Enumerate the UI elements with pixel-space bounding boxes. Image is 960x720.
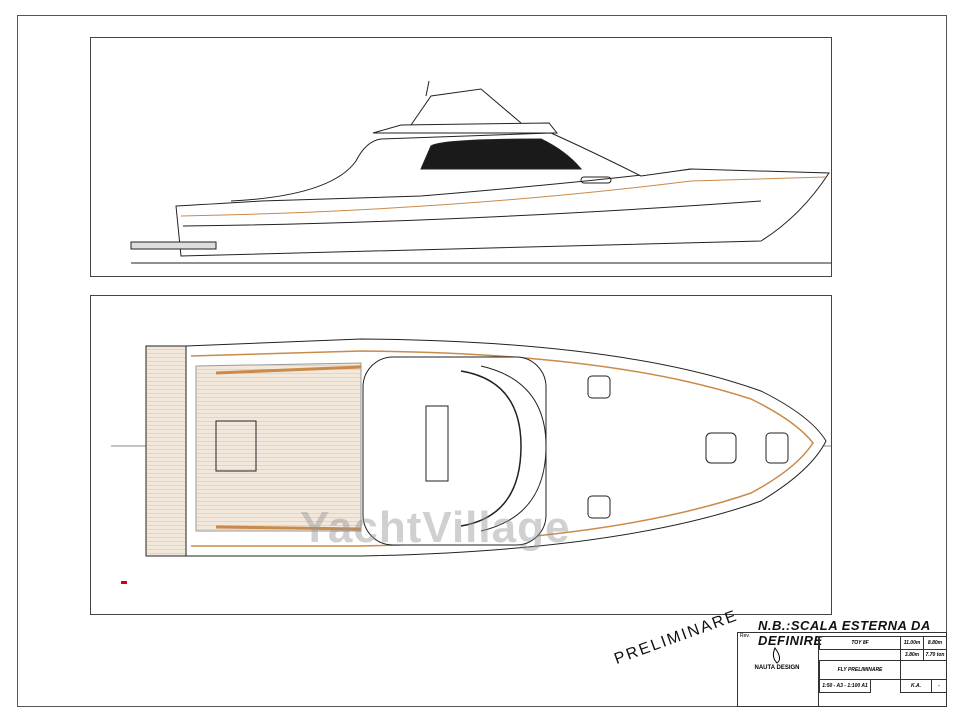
side-profile-view — [90, 37, 832, 277]
brand-name: NAUTA DESIGN — [754, 665, 800, 671]
project-value: TOY 8F — [819, 636, 901, 650]
vent — [580, 176, 612, 184]
rev-label: Rev. — [740, 633, 750, 639]
hatch — [705, 432, 737, 464]
deck-plan-view — [90, 295, 832, 615]
loa-value: 11.00m — [900, 636, 924, 650]
brand-logo: NAUTA DESIGN — [746, 647, 808, 671]
hatch — [587, 495, 611, 519]
swim-platform — [145, 345, 187, 557]
scale-note: N.B.:SCALA ESTERNA DA DEFINIRE — [758, 618, 931, 648]
hull — [175, 168, 830, 257]
scale-value: 1:50 - A3 - 1:100 A1 — [819, 679, 871, 693]
window — [420, 138, 583, 170]
flybridge-seat — [460, 370, 522, 527]
displacement-value: 7.70 ton — [923, 649, 947, 661]
hatch — [425, 405, 449, 482]
lwl-value: 8.80m — [923, 636, 947, 650]
description-value: FLY PRELIMINARE — [819, 660, 901, 680]
swim-platform — [130, 241, 217, 250]
deck-plan-drawing — [111, 338, 831, 584]
beam-value: 3.80m — [900, 649, 924, 661]
hardtop — [372, 122, 559, 134]
title-grid: TOY 8F 11.00m 8.80m 3.80m 7.70 ton FLY P… — [818, 636, 947, 706]
sail-icon — [772, 647, 781, 664]
sheet-value: - — [931, 679, 947, 693]
marker — [121, 581, 127, 584]
watermark: YachtVillage — [300, 503, 571, 552]
hatch — [587, 375, 611, 399]
cockpit-deck — [195, 362, 362, 532]
hatch — [215, 420, 257, 472]
gunwale — [190, 350, 814, 547]
side-profile-drawing — [130, 80, 831, 264]
drawn-by-value: K.A. — [900, 679, 932, 693]
drawing-frame — [17, 15, 947, 707]
hatch — [765, 432, 789, 464]
flybridge — [410, 88, 522, 126]
title-block: Rev. NAUTA DESIGN TOY 8F 11.00m 8.80m 3.… — [737, 632, 947, 707]
sheer-line — [180, 176, 827, 217]
